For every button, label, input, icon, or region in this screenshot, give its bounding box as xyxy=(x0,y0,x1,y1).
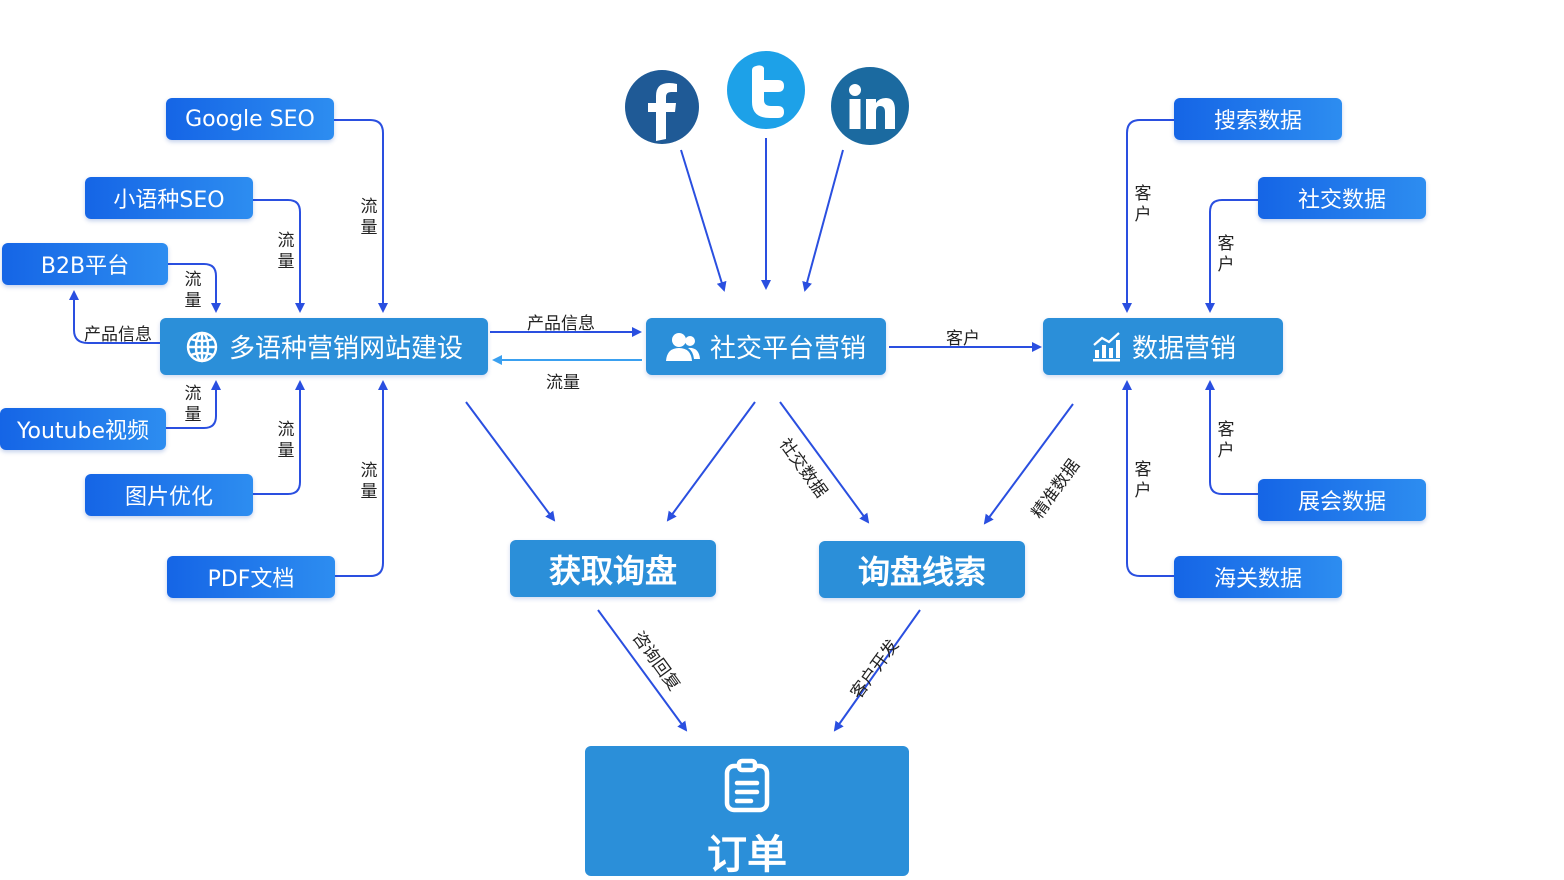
arrow-social-leads xyxy=(779,401,870,524)
outcome-label: 获取询盘 xyxy=(548,551,677,590)
source-b2b-platform: B2B平台 xyxy=(2,243,168,285)
source-label: 展会数据 xyxy=(1297,490,1386,515)
source-youtube: Youtube视频 xyxy=(0,408,166,450)
arrow-social-data xyxy=(1205,199,1258,313)
source-minor-language-seo: 小语种SEO xyxy=(85,177,253,219)
hub-multilingual-website: 多语种营销网站建设 xyxy=(160,318,488,375)
users-icon xyxy=(665,332,700,362)
edge-label-product-info: 产品信息 xyxy=(527,314,595,334)
arrow-data-leads xyxy=(983,403,1074,525)
source-expo-data: 展会数据 xyxy=(1258,479,1426,521)
arrow-inquiry-order xyxy=(597,609,688,732)
edge-label-traffic: 流量 xyxy=(360,461,378,502)
edge-label-product-info: 产品信息 xyxy=(84,325,152,345)
edge-label-traffic: 流量 xyxy=(546,373,580,393)
edge-label-traffic: 流量 xyxy=(184,270,202,311)
outcome-label: 询盘线索 xyxy=(857,552,986,591)
source-label: Google SEO xyxy=(185,106,315,132)
source-label: B2B平台 xyxy=(40,254,130,279)
edge-label-traffic: 流量 xyxy=(277,420,295,461)
outcome-get-inquiry: 获取询盘 xyxy=(510,540,716,597)
arrow-youtube xyxy=(166,380,221,429)
source-google-seo: Google SEO xyxy=(166,98,334,140)
arrow-expo-data xyxy=(1205,380,1258,495)
source-label: 图片优化 xyxy=(124,485,213,510)
arrow-google-seo xyxy=(334,119,388,313)
linkedin-icon[interactable] xyxy=(830,66,910,150)
order-box: 订单 xyxy=(585,746,909,878)
source-social-data: 社交数据 xyxy=(1258,177,1426,219)
source-customs-data: 海关数据 xyxy=(1174,556,1342,598)
arrow-leads-order xyxy=(833,609,921,732)
order-label: 订单 xyxy=(707,832,787,878)
source-label: 小语种SEO xyxy=(113,188,225,213)
twitter-icon[interactable] xyxy=(726,50,806,134)
arrow-social-inquiry xyxy=(666,401,756,522)
edge-label-customer: 客户 xyxy=(1134,184,1152,225)
arrow-pdf xyxy=(334,380,388,577)
edge-label-traffic: 流量 xyxy=(360,197,378,238)
arrow-search-data xyxy=(1122,119,1174,313)
source-pdf-document: PDF文档 xyxy=(167,556,335,598)
hub-label: 多语种营销网站建设 xyxy=(228,334,463,364)
arrow-b2b-in xyxy=(168,263,221,313)
source-search-data: 搜索数据 xyxy=(1174,98,1342,140)
hub-social-platform: 社交平台营销 xyxy=(646,318,886,375)
arrow-website-inquiry xyxy=(465,401,556,522)
arrow-image-opt xyxy=(252,380,305,495)
arrow-linkedin xyxy=(802,149,844,292)
arrow-minor-seo xyxy=(252,199,305,313)
edge-label-customer: 客户 xyxy=(946,329,980,349)
facebook-icon[interactable] xyxy=(624,69,700,149)
source-label: 海关数据 xyxy=(1213,567,1302,592)
arrow-customs-data xyxy=(1122,380,1174,577)
bar-chart-icon xyxy=(1090,331,1122,363)
source-image-optimization: 图片优化 xyxy=(85,474,253,516)
edge-label-customer: 客户 xyxy=(1217,234,1235,275)
globe-icon xyxy=(185,330,219,364)
arrow-facebook xyxy=(680,149,727,292)
arrow-product-info-b2b xyxy=(69,290,160,344)
edge-label-traffic: 流量 xyxy=(184,384,202,425)
source-label: PDF文档 xyxy=(207,567,295,592)
edge-label-customer: 客户 xyxy=(1134,460,1152,501)
edge-label-traffic: 流量 xyxy=(277,231,295,272)
hub-data-marketing: 数据营销 xyxy=(1043,318,1283,375)
clipboard-icon xyxy=(719,758,775,818)
source-label: 搜索数据 xyxy=(1213,109,1302,134)
edge-label-customer: 客户 xyxy=(1217,420,1235,461)
source-label: 社交数据 xyxy=(1297,188,1386,213)
hub-label: 数据营销 xyxy=(1131,334,1236,364)
source-label: Youtube视频 xyxy=(17,419,149,444)
outcome-inquiry-leads: 询盘线索 xyxy=(819,541,1025,598)
hub-label: 社交平台营销 xyxy=(709,334,866,364)
